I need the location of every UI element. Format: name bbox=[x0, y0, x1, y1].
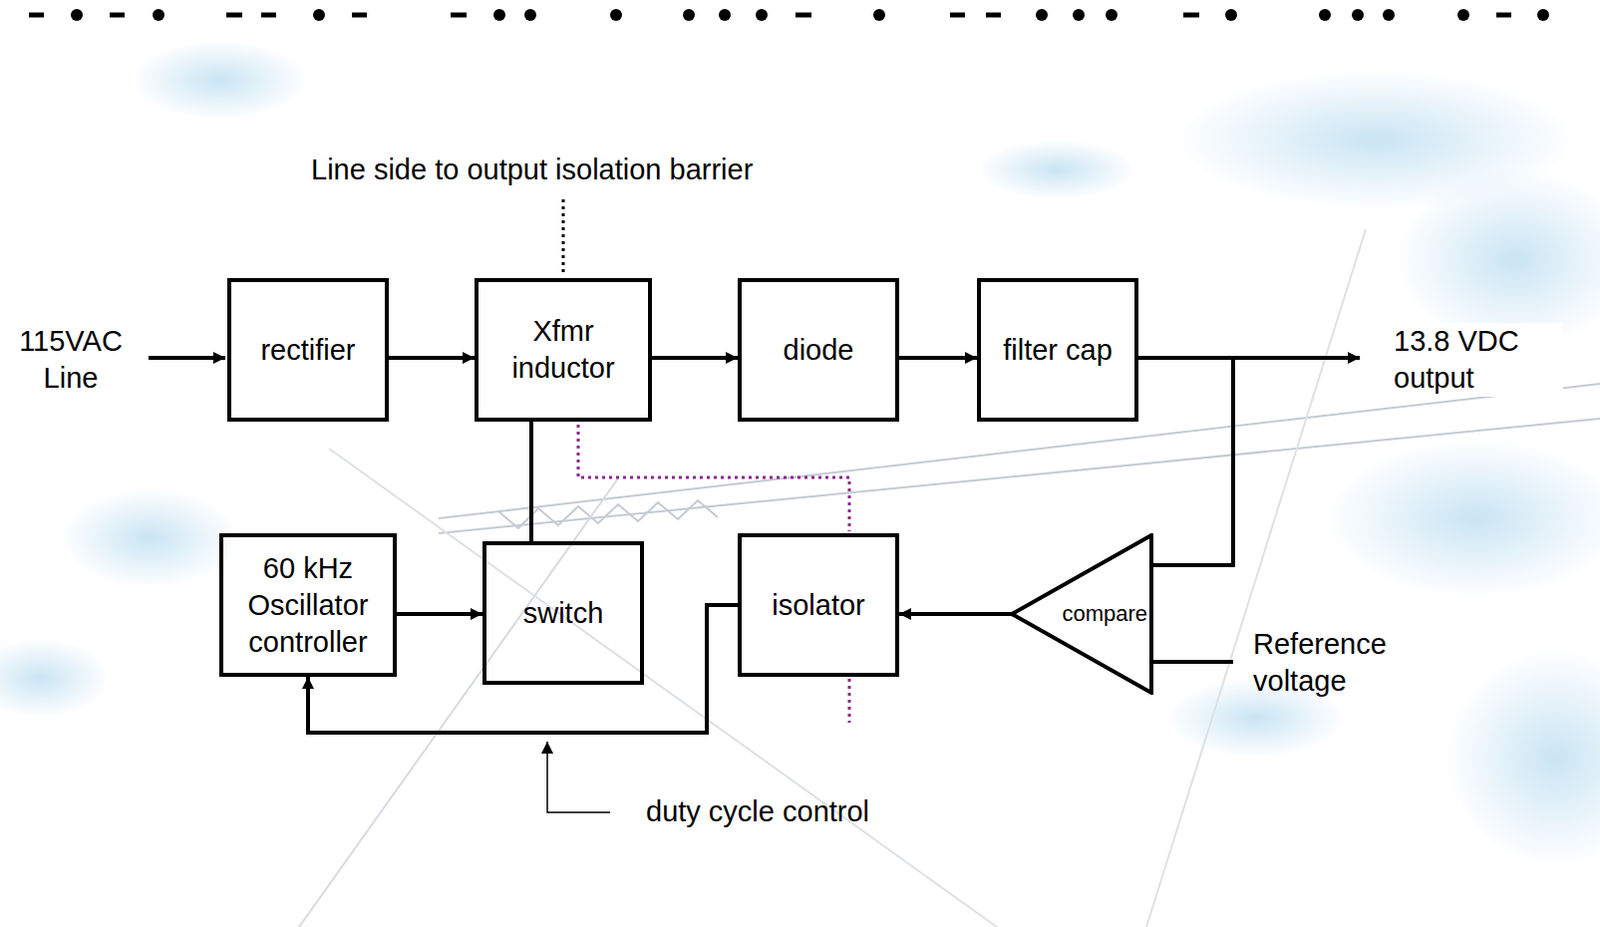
process-box: isolator bbox=[737, 533, 900, 677]
sky-clouds bbox=[0, 39, 1600, 868]
morse-dash bbox=[261, 12, 277, 18]
morse-dot bbox=[493, 8, 506, 21]
antenna-truss bbox=[299, 229, 1600, 927]
connector bbox=[396, 612, 483, 617]
process-box: 60 kHz Oscillator controller bbox=[219, 533, 397, 677]
morse-dash bbox=[795, 12, 812, 18]
morse-dash bbox=[351, 12, 367, 18]
process-box: switch bbox=[482, 541, 644, 685]
morse-dot bbox=[1318, 8, 1331, 21]
node-label: Xfmr inductor bbox=[478, 313, 648, 387]
output-label: 13.8 VDC output bbox=[1393, 322, 1564, 397]
barrier-note: Line side to output isolation barrier bbox=[311, 151, 753, 189]
comparator-triangle: compare bbox=[1009, 533, 1154, 695]
morse-dot bbox=[1537, 8, 1550, 21]
callout-note: duty cycle control bbox=[645, 793, 870, 831]
connector bbox=[651, 355, 738, 360]
morse-dash bbox=[1496, 12, 1512, 18]
morse-dash bbox=[28, 12, 44, 18]
input-label: 115VAC Line bbox=[5, 322, 136, 397]
morse-dot bbox=[873, 8, 886, 21]
morse-dash bbox=[1183, 12, 1200, 18]
connector bbox=[529, 421, 534, 542]
node-label: filter cap bbox=[1002, 331, 1113, 369]
morse-dash bbox=[226, 12, 243, 18]
reference-label: Reference voltage bbox=[1253, 626, 1433, 700]
morse-dot bbox=[152, 8, 165, 21]
morse-dash bbox=[109, 12, 125, 18]
morse-dot bbox=[718, 8, 731, 21]
node-label: rectifier bbox=[260, 331, 355, 369]
process-box: Xfmr inductor bbox=[474, 278, 652, 422]
connector bbox=[308, 605, 738, 733]
morse-dot bbox=[682, 8, 695, 21]
process-box: rectifier bbox=[227, 278, 389, 422]
node-label: switch bbox=[523, 595, 605, 633]
morse-dot bbox=[1105, 8, 1118, 21]
morse-dot bbox=[610, 8, 623, 21]
morse-dash bbox=[985, 12, 1001, 18]
morse-dot bbox=[70, 8, 83, 21]
node-label: isolator bbox=[771, 587, 866, 625]
morse-dot bbox=[524, 8, 537, 21]
morse-dot bbox=[1072, 8, 1085, 21]
node-label: compare bbox=[1061, 601, 1148, 628]
process-box: diode bbox=[737, 278, 900, 422]
signal-wires bbox=[148, 357, 1360, 662]
connector bbox=[388, 355, 475, 360]
morse-dot bbox=[1035, 8, 1048, 21]
morse-dot bbox=[1351, 8, 1364, 21]
process-box: filter cap bbox=[976, 278, 1139, 422]
morse-dot bbox=[1457, 8, 1470, 21]
morse-dot bbox=[1382, 8, 1395, 21]
morse-dot bbox=[1225, 8, 1238, 21]
morse-dash bbox=[450, 12, 467, 18]
callout-leader bbox=[547, 741, 611, 813]
morse-dot bbox=[755, 8, 768, 21]
connector bbox=[899, 355, 977, 360]
morse-code-band bbox=[28, 8, 1550, 21]
node-label: diode bbox=[783, 331, 855, 369]
node-label: 60 kHz Oscillator controller bbox=[223, 550, 393, 661]
morse-dot bbox=[313, 8, 325, 21]
morse-dash bbox=[950, 12, 965, 18]
connector bbox=[899, 612, 1012, 617]
